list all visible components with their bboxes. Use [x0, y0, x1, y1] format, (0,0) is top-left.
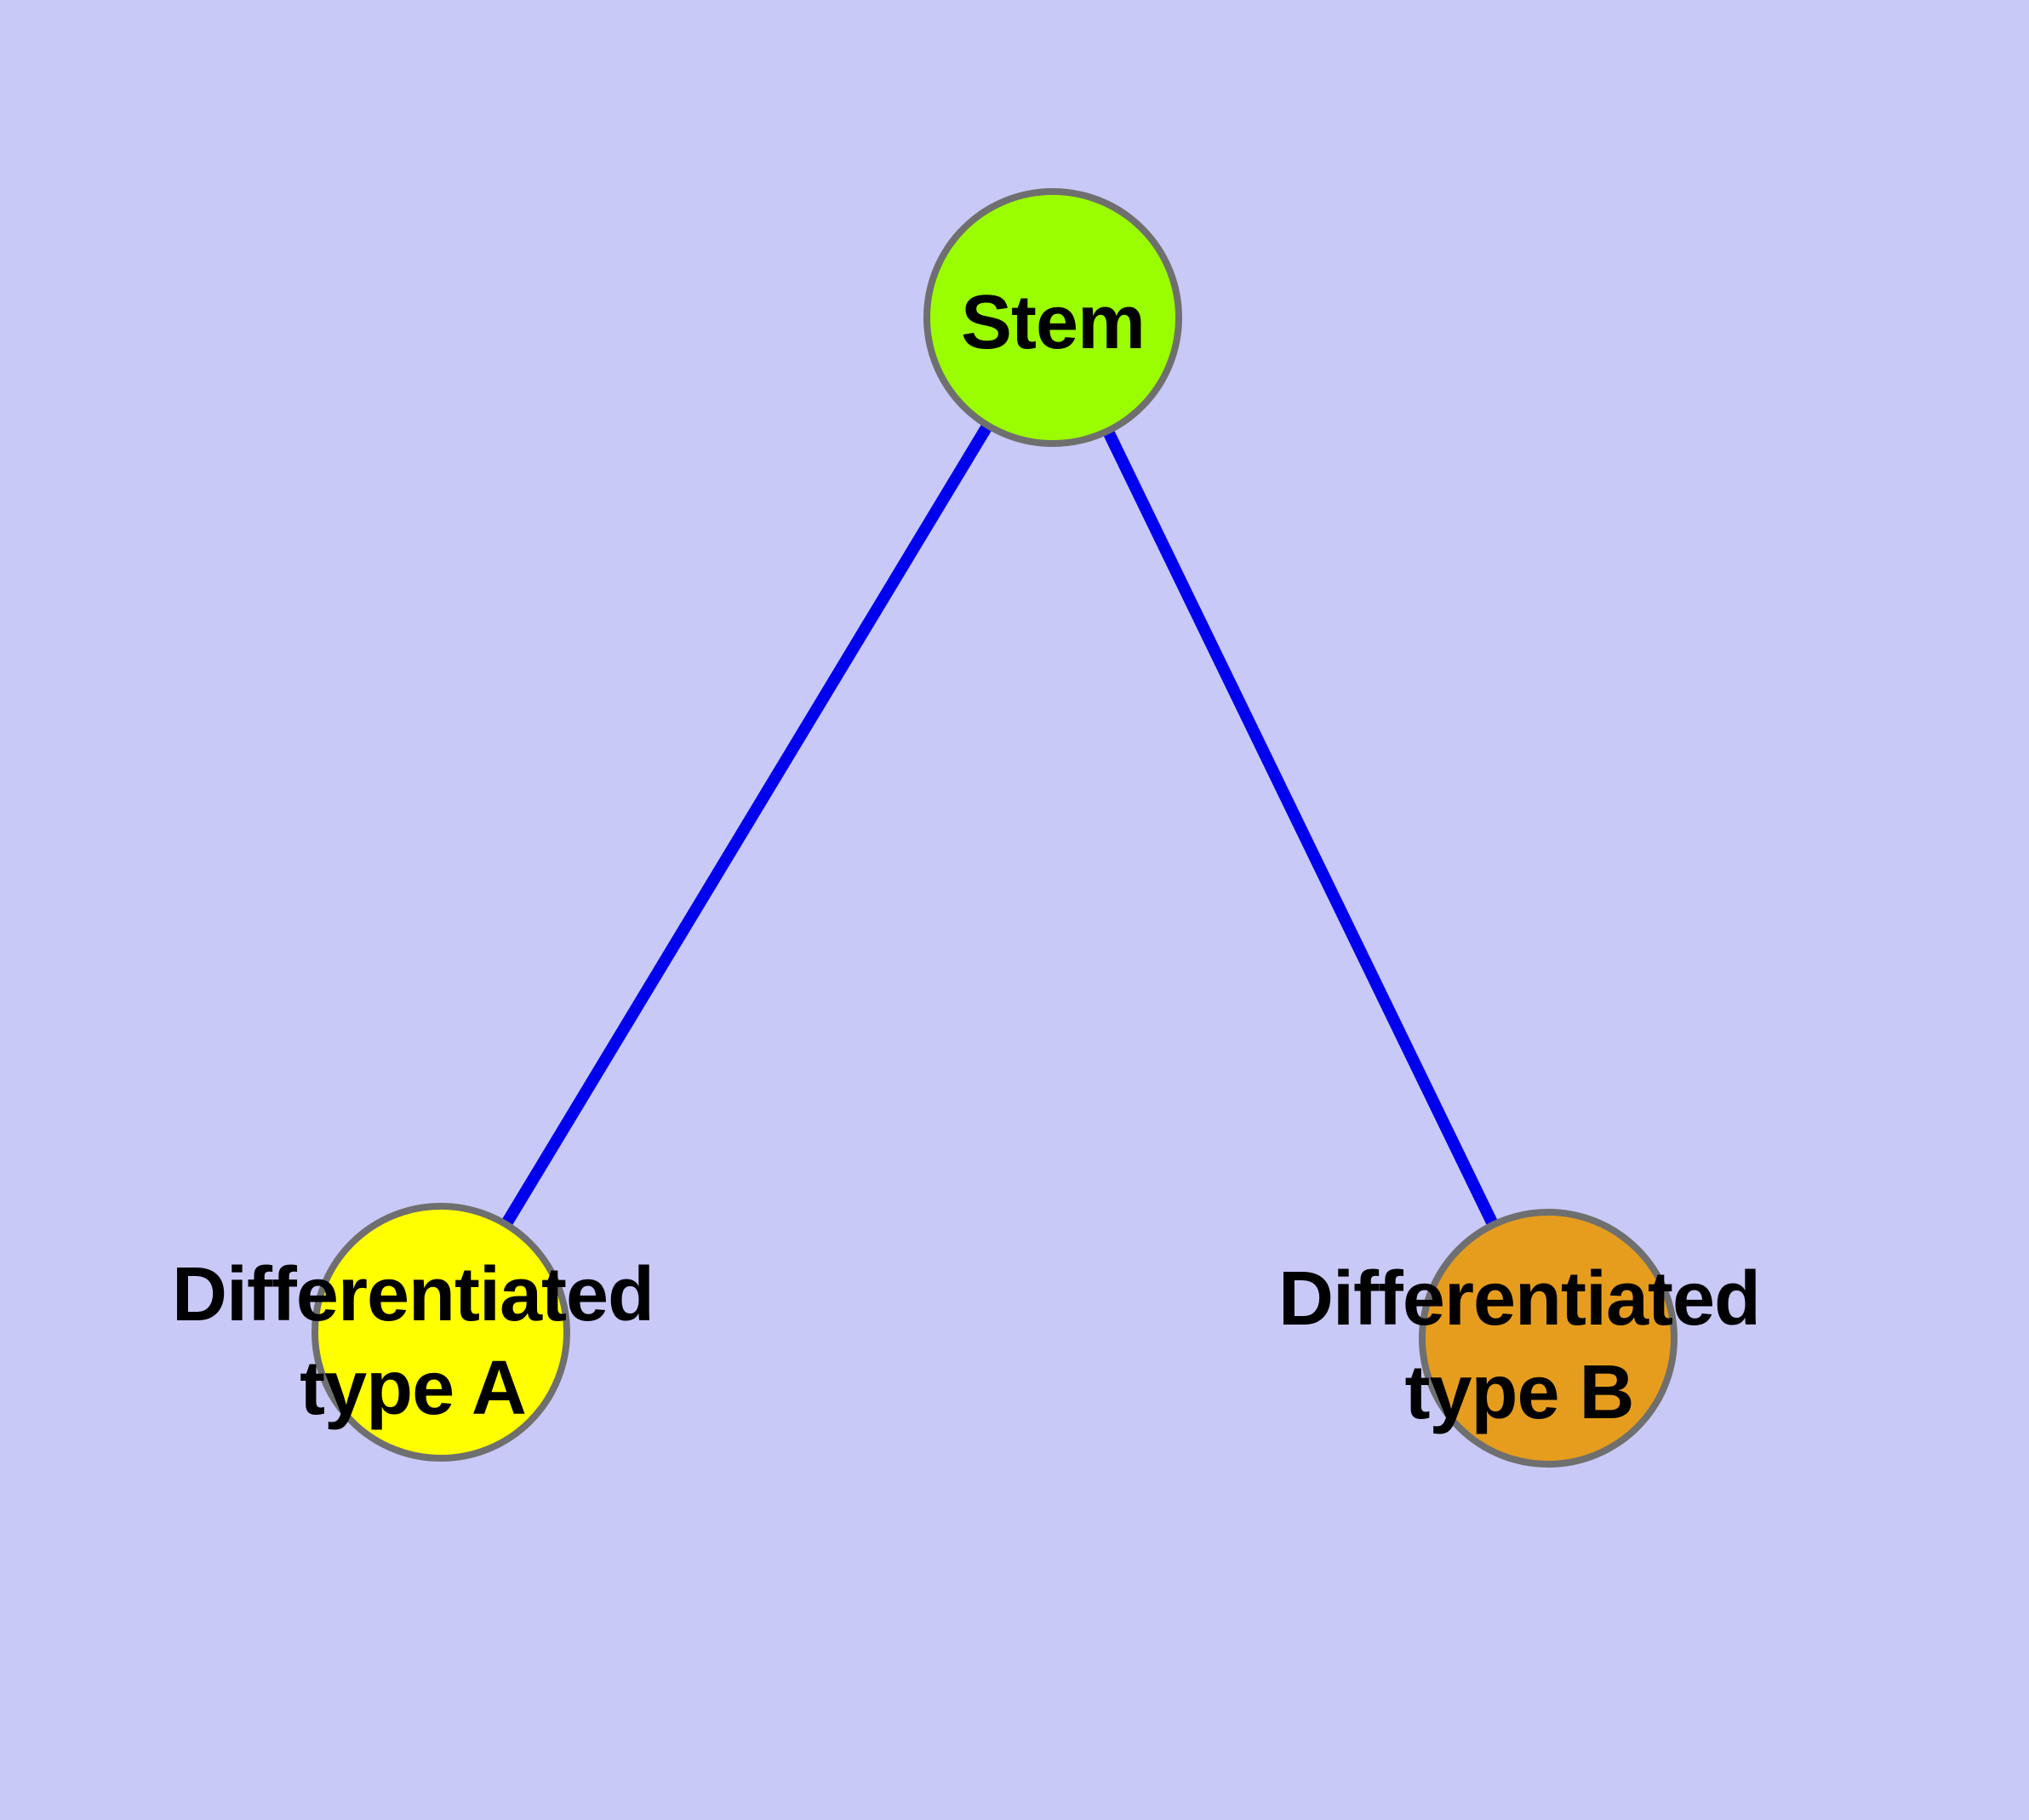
node-differentiated-type-b[interactable]	[1419, 1209, 1677, 1468]
edge-stem-to-type-a	[436, 314, 1058, 1336]
edge-stem-to-type-b	[1047, 314, 1554, 1342]
node-stem[interactable]	[923, 188, 1182, 447]
node-label-stem: Stem	[961, 280, 1145, 365]
node-differentiated-type-a[interactable]	[311, 1203, 570, 1462]
node-label-type-a-line2: type A	[300, 1346, 526, 1431]
node-label-type-a-line1: Differentiated	[172, 1252, 654, 1337]
node-label-type-b-line1: Differentiated	[1278, 1256, 1760, 1342]
node-label-type-b-line2: type B	[1404, 1350, 1633, 1435]
